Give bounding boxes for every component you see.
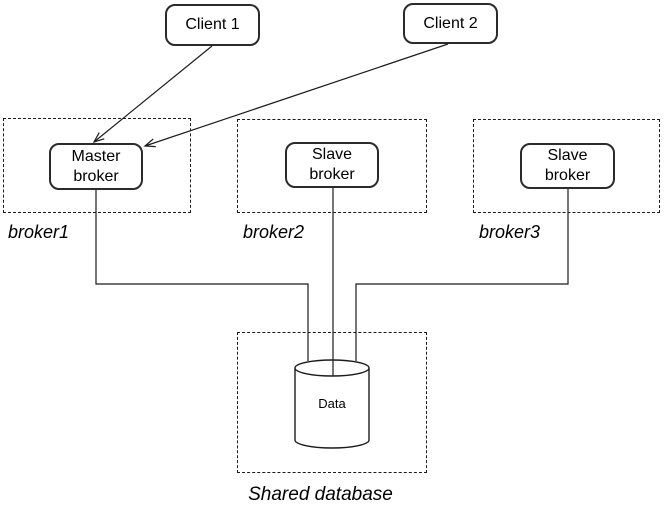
master-broker-label: Master broker [71, 147, 121, 185]
broker2-group-box [237, 119, 427, 213]
client-2-label: Client 2 [423, 14, 478, 32]
client-1-node: Client 1 [165, 4, 260, 46]
broker3-caption: broker3 [479, 222, 541, 242]
cylinder-top-ellipse [294, 359, 370, 377]
database-data-label: Data [318, 396, 346, 411]
slave-broker-2-node: Slave broker [285, 142, 379, 188]
database-cylinder [294, 359, 370, 449]
broker1-database-connector [95, 190, 309, 361]
client-2-node: Client 2 [403, 3, 498, 44]
broker3-database-connector [355, 189, 569, 361]
shared-database-group-box [237, 332, 427, 473]
broker1-caption: broker1 [8, 222, 70, 242]
client-1-label: Client 1 [185, 16, 240, 33]
broker2-caption: broker2 [243, 222, 305, 242]
client2-master-arrow [143, 43, 449, 148]
broker1-group-box [3, 118, 191, 213]
broker3-group-box [473, 119, 660, 213]
master-broker-node: Master broker [49, 143, 143, 190]
shared-database-caption: Shared database [248, 484, 393, 505]
cylinder-body [294, 368, 370, 449]
slave-broker-3-node: Slave broker [520, 143, 615, 189]
slave-broker-3-label: Slave broker [544, 147, 591, 184]
slave-broker-2-label: Slave broker [309, 146, 355, 183]
client1-master-arrow [92, 45, 213, 144]
